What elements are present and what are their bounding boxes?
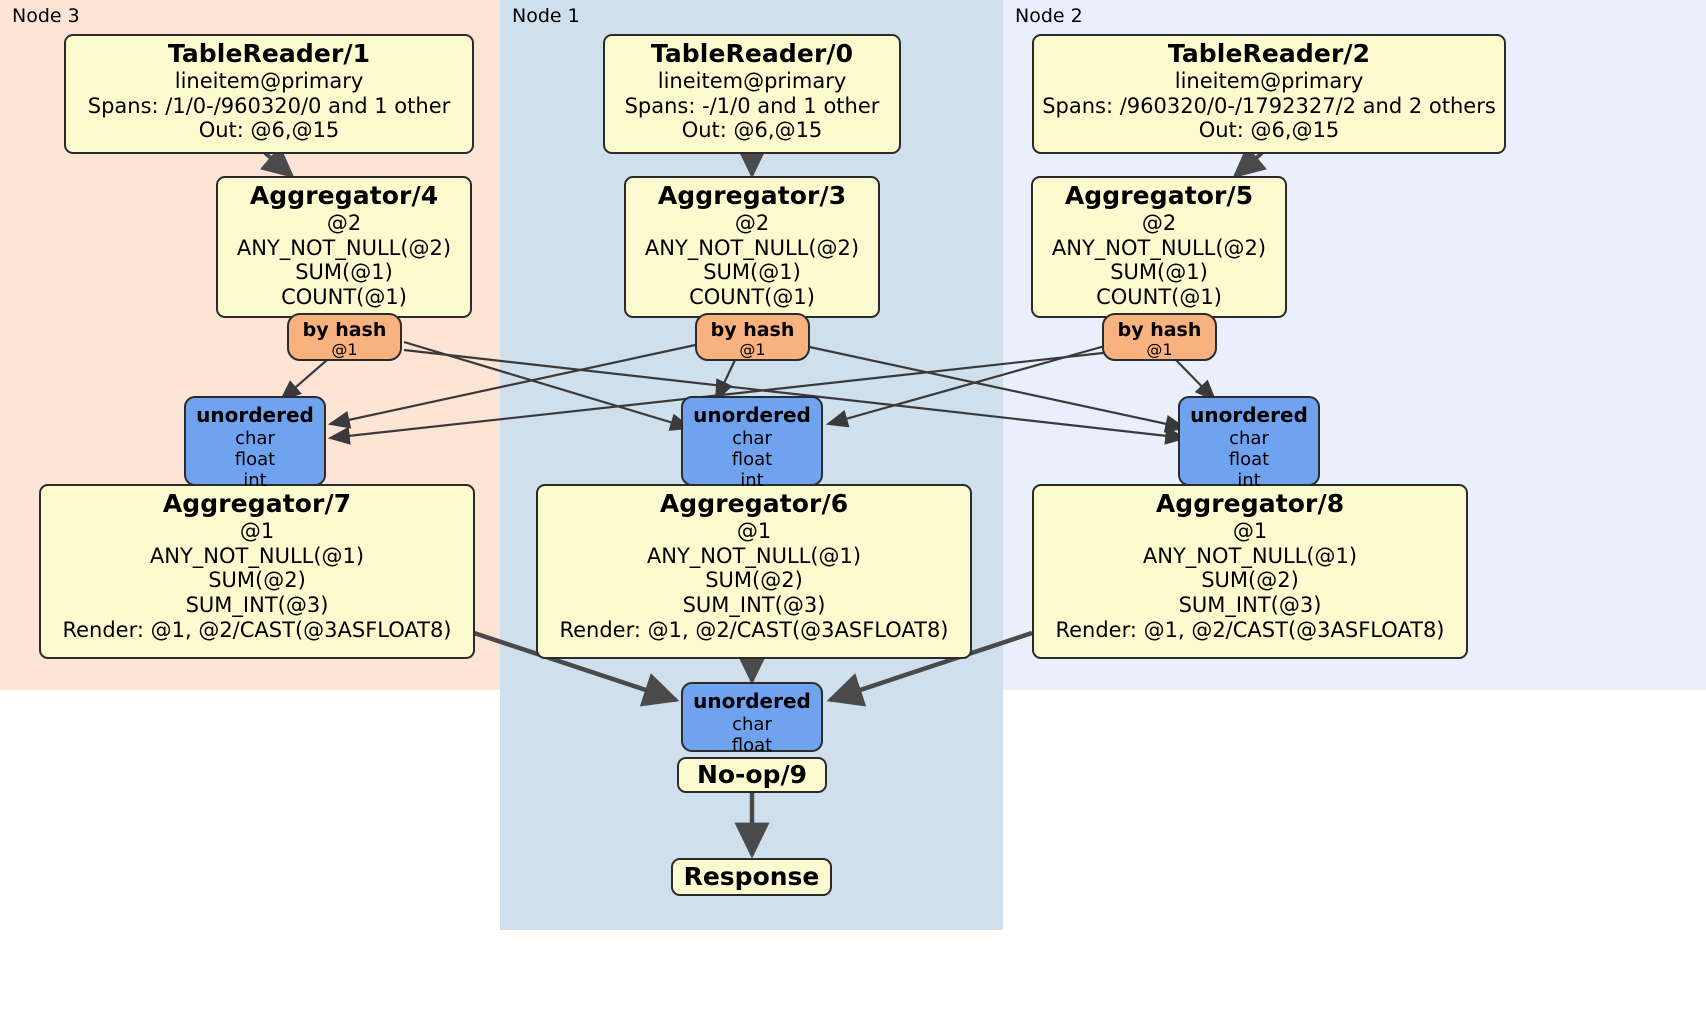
processor-title: TableReader/0 [650,39,854,68]
processor-detail-render: Render: @1, @2/CAST(@3ASFLOAT8) [559,617,949,642]
synchronizer-type-int: int [243,470,267,492]
processor-detail-agg1: ANY_NOT_NULL(@1) [149,543,365,568]
processor-aggregator-5[interactable]: Aggregator/5 @2 ANY_NOT_NULL(@2) SUM(@1)… [1031,176,1287,318]
synchronizer-unordered-center[interactable]: unordered char float int [681,396,823,491]
processor-tablereader-0[interactable]: TableReader/0 lineitem@primary Spans: -/… [603,34,901,154]
synchronizer-type-int: int [1237,470,1261,492]
router-title: by hash [302,319,387,341]
processor-detail-out: Out: @6,@15 [198,118,340,143]
processor-aggregator-7[interactable]: Aggregator/7 @1 ANY_NOT_NULL(@1) SUM(@2)… [39,484,475,659]
processor-detail-agg1: ANY_NOT_NULL(@2) [1051,235,1267,260]
processor-detail-agg3: COUNT(@1) [1096,284,1222,309]
processor-detail-agg2: SUM(@2) [208,568,306,593]
synchronizer-type-float: float [234,449,276,471]
synchronizer-unordered-left[interactable]: unordered char float int [184,396,326,491]
processor-response[interactable]: Response [671,858,832,896]
processor-aggregator-8[interactable]: Aggregator/8 @1 ANY_NOT_NULL(@1) SUM(@2)… [1032,484,1468,659]
synchronizer-title: unordered [693,403,811,427]
processor-aggregator-4[interactable]: Aggregator/4 @2 ANY_NOT_NULL(@2) SUM(@1)… [216,176,472,318]
synchronizer-type-char: char [732,714,772,736]
processor-detail-agg1: ANY_NOT_NULL(@2) [644,235,860,260]
processor-detail-spans: Spans: /960320/0-/1792327/2 and 2 others [1042,93,1496,118]
router-by-hash-left[interactable]: by hash @1 [287,313,402,361]
processor-noop-9[interactable]: No-op/9 [677,757,827,793]
synchronizer-type-char: char [732,428,772,450]
router-by-hash-center[interactable]: by hash @1 [695,313,810,361]
processor-title: Aggregator/7 [162,489,352,518]
synchronizer-unordered-final[interactable]: unordered char float [681,682,823,756]
processor-detail-agg2: SUM(@2) [1201,568,1299,593]
processor-title: No-op/9 [696,760,808,790]
processor-detail-spans: Spans: /1/0-/960320/0 and 1 other [87,93,451,118]
processor-detail-group: @1 [736,519,772,544]
node-region-label: Node 1 [512,5,580,27]
router-detail-column: @1 [331,340,358,360]
synchronizer-type-char: char [1229,428,1269,450]
router-title: by hash [710,319,795,341]
processor-detail-table: lineitem@primary [657,69,847,94]
processor-detail-agg2: SUM(@1) [295,260,393,285]
router-detail-column: @1 [739,340,766,360]
synchronizer-type-char: char [235,428,275,450]
processor-aggregator-6[interactable]: Aggregator/6 @1 ANY_NOT_NULL(@1) SUM(@2)… [536,484,972,659]
processor-detail-agg3: SUM_INT(@3) [682,592,826,617]
processor-detail-agg2: SUM(@2) [705,568,803,593]
processor-title: Aggregator/3 [657,181,847,210]
processor-detail-agg3: SUM_INT(@3) [1178,592,1322,617]
processor-aggregator-3[interactable]: Aggregator/3 @2 ANY_NOT_NULL(@2) SUM(@1)… [624,176,880,318]
synchronizer-title: unordered [196,403,314,427]
processor-detail-agg3: COUNT(@1) [281,284,407,309]
node-region-label: Node 3 [12,5,80,27]
processor-detail-out: Out: @6,@15 [1198,118,1340,143]
processor-title: Aggregator/8 [1155,489,1345,518]
processor-detail-spans: Spans: -/1/0 and 1 other [624,93,880,118]
processor-title: Aggregator/6 [659,489,849,518]
processor-detail-agg2: SUM(@1) [1110,260,1208,285]
processor-detail-agg3: SUM_INT(@3) [185,592,329,617]
processor-title: Response [683,862,820,892]
processor-title: Aggregator/5 [1064,181,1254,210]
processor-detail-group: @2 [734,211,770,236]
processor-tablereader-1[interactable]: TableReader/1 lineitem@primary Spans: /1… [64,34,474,154]
processor-detail-out: Out: @6,@15 [681,118,823,143]
processor-detail-group: @2 [1141,211,1177,236]
processor-detail-group: @2 [326,211,362,236]
processor-tablereader-2[interactable]: TableReader/2 lineitem@primary Spans: /9… [1032,34,1506,154]
processor-detail-agg3: COUNT(@1) [689,284,815,309]
processor-detail-agg2: SUM(@1) [703,260,801,285]
synchronizer-type-float: float [1228,449,1270,471]
synchronizer-type-int: int [740,470,764,492]
processor-detail-agg1: ANY_NOT_NULL(@2) [236,235,452,260]
processor-detail-group: @1 [1232,519,1268,544]
processor-detail-agg1: ANY_NOT_NULL(@1) [646,543,862,568]
processor-detail-group: @1 [239,519,275,544]
synchronizer-unordered-right[interactable]: unordered char float int [1178,396,1320,491]
router-by-hash-right[interactable]: by hash @1 [1102,313,1217,361]
processor-title: TableReader/1 [167,39,371,68]
node-region-label: Node 2 [1015,5,1083,27]
processor-title: TableReader/2 [1167,39,1371,68]
router-title: by hash [1117,319,1202,341]
processor-detail-table: lineitem@primary [174,69,364,94]
processor-detail-render: Render: @1, @2/CAST(@3ASFLOAT8) [62,617,452,642]
processor-detail-agg1: ANY_NOT_NULL(@1) [1142,543,1358,568]
synchronizer-title: unordered [1190,403,1308,427]
processor-detail-render: Render: @1, @2/CAST(@3ASFLOAT8) [1055,617,1445,642]
processor-detail-table: lineitem@primary [1174,69,1364,94]
synchronizer-title: unordered [693,689,811,713]
processor-title: Aggregator/4 [249,181,439,210]
synchronizer-type-float: float [731,735,773,757]
router-detail-column: @1 [1146,340,1173,360]
synchronizer-type-float: float [731,449,773,471]
